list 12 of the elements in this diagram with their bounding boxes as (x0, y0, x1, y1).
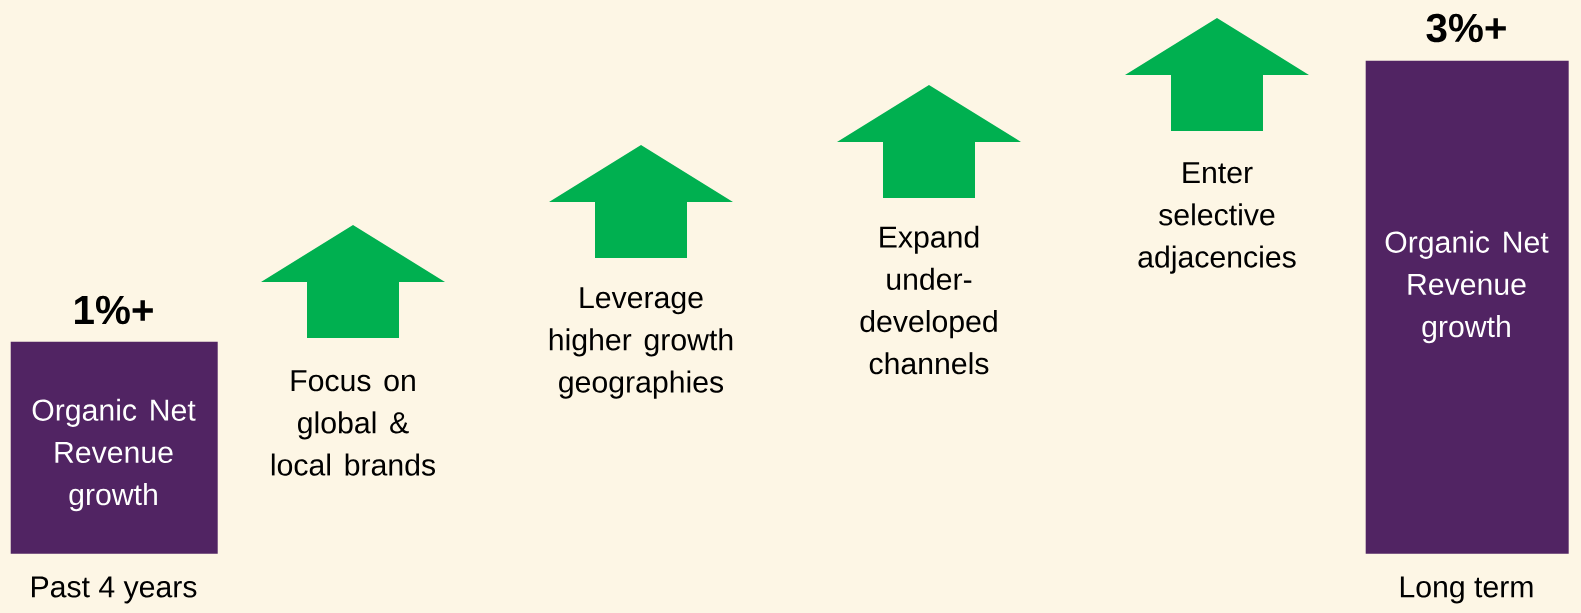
period-label: Past 4 years (32, 576, 197, 604)
bar-label: Organic Net Revenue growth (32, 398, 196, 512)
revenue-bar (1365, 60, 1569, 554)
revenue-bar (10, 341, 218, 554)
period-label: Long term (1400, 576, 1533, 604)
lever-label: Leverage higher growth geographies (549, 287, 733, 399)
lever-label: Enter selective adjacencies (1138, 162, 1296, 274)
lever-label: Expand under-developed channels (860, 225, 997, 375)
lever-label: Focus on global & local brands (271, 370, 435, 476)
growth-value: 3%+ (1426, 13, 1506, 43)
growth-value: 1%+ (75, 295, 153, 325)
bar-label: Organic Net Revenue growth (1385, 230, 1549, 344)
